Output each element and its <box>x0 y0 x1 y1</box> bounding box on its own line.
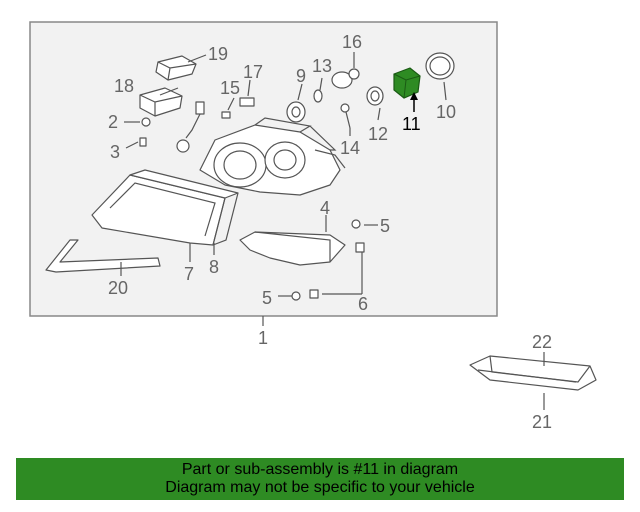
info-banner: Part or sub-assembly is #11 in diagram D… <box>16 458 624 500</box>
socket-9-part <box>286 101 306 123</box>
callout-13: 13 <box>312 56 332 76</box>
callout-2: 2 <box>108 112 118 132</box>
headlight-housing <box>199 117 346 196</box>
control-module <box>155 55 197 81</box>
callout-17: 17 <box>243 62 263 82</box>
cover-cap-part <box>425 52 455 80</box>
clip-6-part <box>309 242 365 299</box>
cap-16-part <box>331 68 360 89</box>
trim-strip <box>45 239 161 273</box>
bulb-part <box>176 101 205 153</box>
part-11-highlighted <box>393 67 421 99</box>
bulb-15-part <box>239 97 255 107</box>
callout-20: 20 <box>108 278 128 298</box>
ballast-unit <box>139 87 183 117</box>
adjuster-14-part <box>340 103 351 129</box>
callout-14: 14 <box>340 138 360 158</box>
callout-3: 3 <box>110 142 120 162</box>
callout-8: 8 <box>209 257 219 277</box>
callout-10: 10 <box>436 102 456 122</box>
callout-5-lower: 5 <box>262 288 272 308</box>
leader-lines <box>120 52 545 410</box>
callout-6: 6 <box>358 294 368 314</box>
banner-line-2: Diagram may not be specific to your vehi… <box>165 479 475 496</box>
bulb-13-part <box>313 89 323 103</box>
bolt-part <box>141 117 151 127</box>
callout-11: 11 <box>402 114 421 134</box>
callout-18: 18 <box>114 76 134 96</box>
callout-21: 21 <box>532 412 552 432</box>
clip-5-lower-part <box>291 291 301 301</box>
bulb-small-part <box>221 111 231 119</box>
callout-15: 15 <box>220 78 240 98</box>
callout-16: 16 <box>342 32 362 52</box>
callout-5-upper: 5 <box>380 216 390 236</box>
part-11-leader-arrow <box>410 92 418 100</box>
callout-4: 4 <box>320 198 330 218</box>
callout-22: 22 <box>532 332 552 352</box>
callout-7: 7 <box>184 264 194 284</box>
callout-12: 12 <box>368 124 388 144</box>
callout-1: 1 <box>258 328 268 348</box>
cap-12-part <box>366 86 384 106</box>
banner-line-1: Part or sub-assembly is #11 in diagram <box>181 461 459 478</box>
callout-9: 9 <box>296 66 306 86</box>
callout-19: 19 <box>208 44 228 64</box>
clip-part <box>139 137 147 147</box>
clip-5-upper-part <box>351 219 361 229</box>
lower-trim-assembly <box>469 355 597 391</box>
headlight-lens <box>91 169 239 246</box>
